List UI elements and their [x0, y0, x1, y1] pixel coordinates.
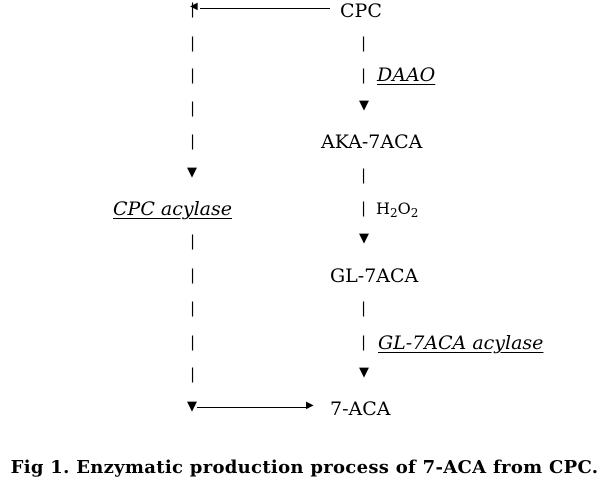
arrowhead-down-icon: ▼ — [359, 365, 369, 380]
bar-left: | — [190, 266, 196, 284]
figure-caption: Fig 1. Enzymatic production process of 7… — [10, 457, 599, 478]
top-line — [200, 8, 330, 9]
bar-left: | — [190, 299, 196, 317]
bar-left: | — [190, 99, 196, 117]
enzyme-gl-7aca-acylase: GL-7ACA acylase — [378, 332, 544, 354]
bar-right: | — [361, 199, 367, 217]
bar-right: | — [361, 299, 367, 317]
bar-right: | — [361, 34, 367, 52]
bar-left: | — [190, 34, 196, 52]
bar-left: | — [190, 365, 196, 383]
node-7-aca: 7-ACA — [330, 398, 391, 420]
node-aka-7aca: AKA-7ACA — [321, 131, 423, 153]
h2o2-sub2: 2 — [410, 206, 419, 220]
bar-left: | — [190, 0, 196, 18]
bar-right: | — [361, 333, 367, 351]
arrowhead-down-icon: ▼ — [187, 399, 197, 414]
bar-left: | — [190, 333, 196, 351]
enzyme-daao: DAAO — [377, 64, 436, 86]
bar-left: | — [190, 132, 196, 150]
bar-left: | — [190, 232, 196, 250]
arrowhead-down-icon: ▼ — [359, 231, 369, 246]
h2o2-h: H — [376, 199, 390, 218]
arrowhead-down-icon: ▼ — [187, 165, 197, 180]
node-cpc: CPC — [340, 0, 382, 22]
arrowhead-right-icon: ▶ — [306, 400, 314, 411]
node-gl-7aca: GL-7ACA — [330, 265, 419, 287]
bar-right: | — [361, 166, 367, 184]
h2o2-o: O — [397, 199, 411, 218]
arrowhead-left-icon: ◀ — [190, 1, 198, 12]
reagent-h2o2: H2O2 — [376, 199, 419, 220]
arrowhead-down-icon: ▼ — [359, 98, 369, 113]
bottom-line — [197, 407, 307, 408]
bar-left: | — [190, 66, 196, 84]
h2o2-sub1: 2 — [389, 206, 398, 220]
bar-right: | — [361, 66, 367, 84]
enzyme-cpc-acylase: CPC acylase — [113, 198, 233, 220]
